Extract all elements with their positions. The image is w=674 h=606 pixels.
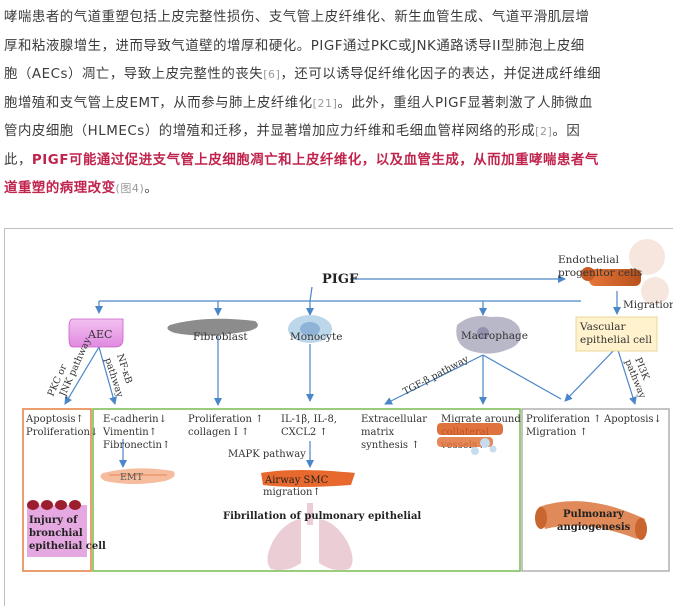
citation-link[interactable]: [6] (263, 68, 281, 81)
macrophage-icon (456, 316, 521, 354)
citation-link[interactable]: [2] (535, 125, 553, 138)
airway-smc-icon (261, 470, 355, 487)
pulmonary-label: Pulmonary (563, 509, 625, 520)
injury-label: epithelial cell (29, 541, 106, 552)
effect-label: matrix (361, 427, 394, 438)
pathway-label: MAPK pathway (228, 449, 306, 460)
text-span: 哮喘患者的气道重塑包括上皮完整性损伤、支气管上皮纤维化、新生血管生成、气道平滑肌… (4, 10, 590, 25)
endothelial-label: progenitor cells (558, 267, 642, 279)
effect-label: CXCL2 ↑ (281, 427, 328, 438)
emt-label: EMT (120, 472, 144, 483)
paragraph-line: 管内皮细胞（HLMECs）的增殖和迁移，并显著增加应力纤维和毛细血管样网络的形成… (4, 118, 672, 147)
paragraph-line: 厚和粘液腺增生，进而导致气道壁的增厚和硬化。PIGF通过PKC或JNK通路诱导I… (4, 33, 672, 62)
aec-label: AEC (87, 328, 112, 341)
pulmonary-vessel-icon (535, 501, 647, 540)
fibroblast-icon (167, 318, 258, 336)
arrow (384, 354, 484, 405)
text-span: 胞增殖和支气管上皮EMT，从而参与肺上皮纤维化 (4, 95, 313, 111)
aec-cell-icon (68, 318, 124, 348)
effect-label: Proliferation ↑ (188, 414, 264, 425)
pathway-label: TGF-β pathway (401, 354, 471, 398)
pigf-label: PIGF (322, 272, 359, 287)
text-span: 。 (144, 181, 159, 196)
effect-label: Apoptosis↓ (603, 414, 662, 425)
macrophage-label: Macrophage (461, 330, 528, 342)
monocyte-label: Monocyte (290, 331, 342, 343)
airway-smc-label: Airway SMC (264, 475, 329, 486)
migration-label: Migration (623, 299, 673, 311)
effect-label: collagen I ↑ (188, 427, 249, 438)
injury-box (22, 408, 92, 572)
vascular-label: Vascular (579, 321, 627, 333)
effect-label: IL-1β, IL-8, (281, 414, 337, 425)
paragraph-line: 此，PIGF可能通过促进支气管上皮细胞凋亡和上皮纤维化，以及血管生成，从而加重哮… (4, 147, 672, 176)
lungs-icon (267, 503, 353, 571)
text-span: 。因 (552, 124, 581, 139)
injury-label: bronchial (29, 528, 83, 539)
arrow (616, 346, 637, 405)
effect-label: Fibronectin↑ (103, 440, 170, 451)
endothelial-label: Endothelial (558, 254, 620, 266)
text-span: 管内皮细胞（HLMECs）的增殖和迁移，并显著增加应力纤维和毛细血管样网络的形成 (4, 124, 536, 139)
collateral-vessels-icon (437, 423, 503, 455)
text-span: 厚和粘液腺增生，进而导致气道壁的增厚和硬化。PIGF通过PKC或JNK通路诱导I… (4, 38, 585, 54)
emt-cells-icon (100, 468, 175, 484)
effect-label: migration↑ (263, 487, 321, 498)
effect-label: Extracellular (361, 414, 427, 425)
angiogenesis-box (521, 408, 670, 572)
figure-reference-link[interactable]: (图4) (115, 182, 145, 195)
text-span: 。此外，重组人PIGF显著刺激了人肺微血 (337, 95, 593, 111)
monocyte-icon (288, 315, 332, 343)
pathway-diagram: PIGF Endothelial progenitor cells Migrat… (22, 239, 673, 572)
highlight-text: PIGF可能通过促进支气管上皮细胞凋亡和上皮纤维化，以及血管生成，从而加重哮喘患… (31, 152, 599, 168)
effect-label: E-cadherin↓ (103, 414, 167, 425)
effect-label: synthesis ↑ (361, 440, 420, 451)
effect-label: Vimentin↑ (102, 427, 157, 438)
vascular-epithelial-box (575, 316, 658, 352)
citation-link[interactable]: [21] (312, 96, 338, 110)
effect-label: Apoptosis↑ (25, 414, 84, 425)
paragraph-line: 胞增殖和支气管上皮EMT，从而参与肺上皮纤维化[21]。此外，重组人PIGF显著… (4, 90, 672, 119)
fibrillation-label: Fibrillation of pulmonary epithelial (223, 511, 421, 522)
figure-4: PIGF Endothelial progenitor cells Migrat… (4, 228, 673, 606)
fibrillation-box (92, 408, 521, 572)
arrow (64, 346, 100, 405)
pulmonary-label: angiogenesis (557, 522, 631, 533)
effect-label: Migration ↑ (526, 427, 588, 438)
arrow (564, 346, 618, 402)
bronchial-cells-icon (27, 500, 87, 557)
effect-label: Migrate around (441, 414, 521, 425)
effect-label: Proliferation ↑ (526, 414, 602, 425)
paragraph-line: 哮喘患者的气道重塑包括上皮完整性损伤、支气管上皮纤维化、新生血管生成、气道平滑肌… (4, 4, 672, 33)
highlight-text: 道重塑的病理改变 (4, 181, 116, 196)
endothelial-progenitor-icon (581, 239, 669, 305)
text-span: 胞（AECs）凋亡，导致上皮完整性的丧失 (4, 67, 264, 82)
arrow (98, 346, 117, 405)
article-text: 哮喘患者的气道重塑包括上皮完整性损伤、支气管上皮纤维化、新生血管生成、气道平滑肌… (4, 4, 672, 204)
injury-label: Injury of (29, 515, 78, 526)
paragraph-line: 道重塑的病理改变(图4)。 (4, 175, 672, 204)
text-span: ，还可以诱导促纤维化因子的表达，并促进成纤维细 (280, 67, 602, 82)
text-span: 此， (4, 152, 32, 168)
vascular-label: epithelial cell (580, 334, 653, 346)
paragraph-line: 胞（AECs）凋亡，导致上皮完整性的丧失[6]，还可以诱导促纤维化因子的表达，并… (4, 61, 672, 90)
effect-label: Proliferation↓ (26, 427, 98, 438)
fibroblast-label: Fibroblast (193, 331, 248, 343)
